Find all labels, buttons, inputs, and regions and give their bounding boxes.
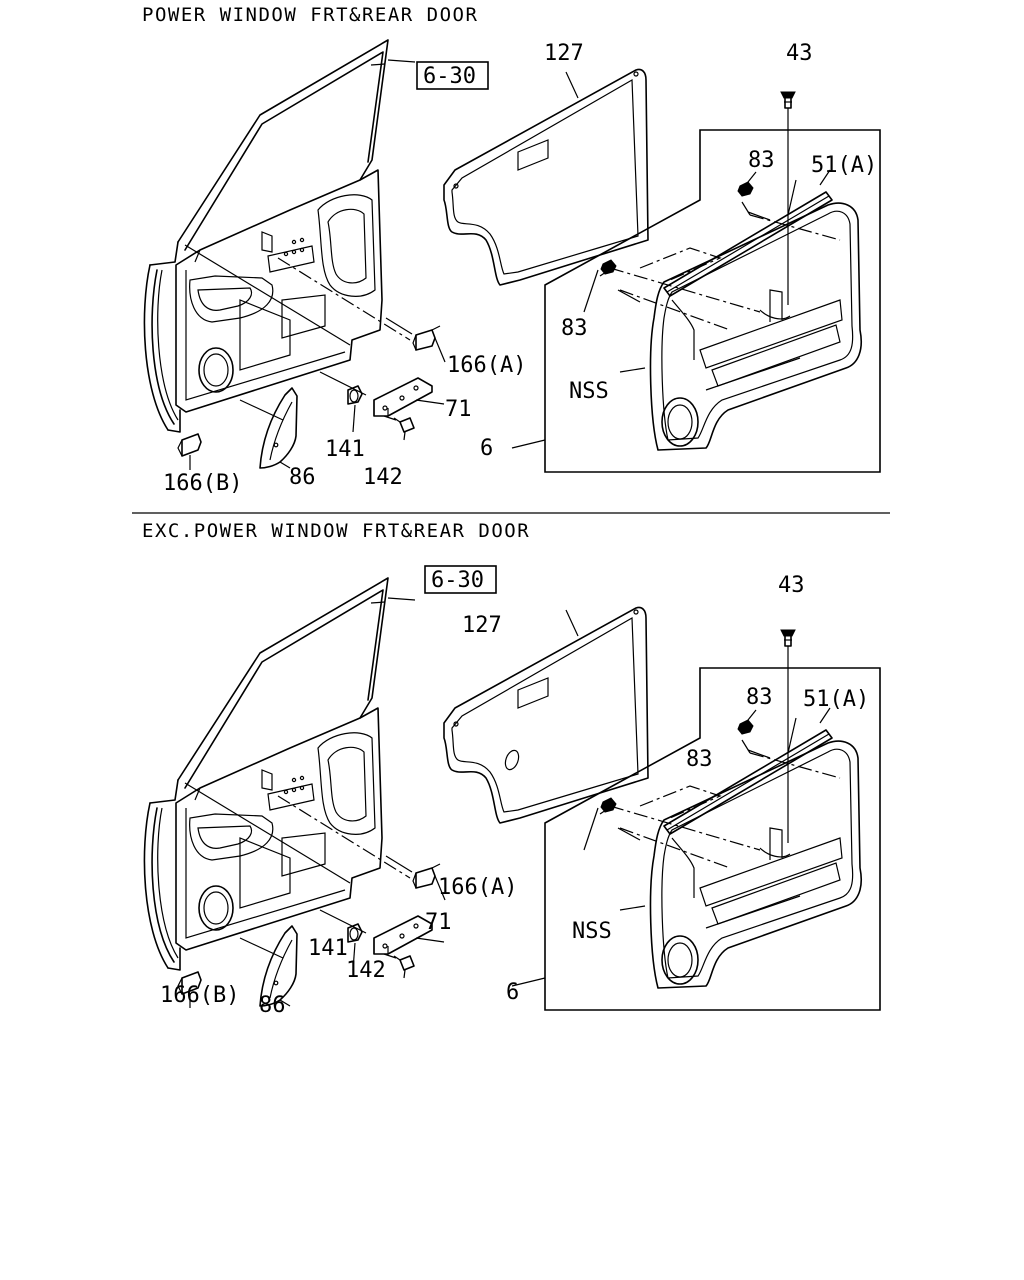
callout-127: 127 — [462, 613, 502, 638]
callout-43: 43 — [786, 41, 813, 66]
callout-127: 127 — [544, 41, 584, 66]
callout-6: 6 — [480, 436, 493, 461]
callout-nss: NSS — [572, 919, 612, 944]
callout-142: 142 — [363, 465, 403, 490]
watershield-hole — [504, 749, 520, 771]
callout-nss: NSS — [569, 379, 609, 404]
callout-166a: 166(A) — [447, 353, 526, 378]
ref-box-label: 6-30 — [431, 568, 484, 593]
callout-166a: 166(A) — [438, 875, 517, 900]
callout-141: 141 — [308, 936, 348, 961]
callout-83-upper: 83 — [746, 685, 773, 710]
door-assembly-drawing — [143, 577, 881, 1011]
ref-box-label: 6-30 — [423, 64, 476, 89]
section-title: EXC.POWER WINDOW FRT&REAR DOOR — [142, 520, 530, 542]
door-assembly-drawing — [143, 39, 881, 473]
ref-box — [416, 61, 489, 90]
callout-86: 86 — [259, 993, 286, 1018]
callout-83-lower: 83 — [686, 747, 713, 772]
callout-71: 71 — [425, 910, 452, 935]
callout-51a: 51(A) — [811, 153, 877, 178]
callout-43: 43 — [778, 573, 805, 598]
section-exc-power-window: EXC.POWER WINDOW FRT&REAR DOOR 6-30 127 … — [142, 520, 881, 1018]
callout-51a: 51(A) — [803, 687, 869, 712]
callout-6: 6 — [506, 980, 519, 1005]
callout-142: 142 — [346, 958, 386, 983]
callout-83-lower: 83 — [561, 316, 588, 341]
callout-83-upper: 83 — [748, 148, 775, 173]
callout-166b: 166(B) — [160, 983, 239, 1008]
section-title: POWER WINDOW FRT&REAR DOOR — [142, 4, 478, 26]
callout-71: 71 — [445, 397, 472, 422]
ref-box — [424, 565, 497, 594]
callout-141: 141 — [325, 437, 365, 462]
section-power-window: POWER WINDOW FRT&REAR DOOR 6-30 127 43 8… — [142, 4, 881, 496]
callout-86: 86 — [289, 465, 316, 490]
callout-166b: 166(B) — [163, 471, 242, 496]
